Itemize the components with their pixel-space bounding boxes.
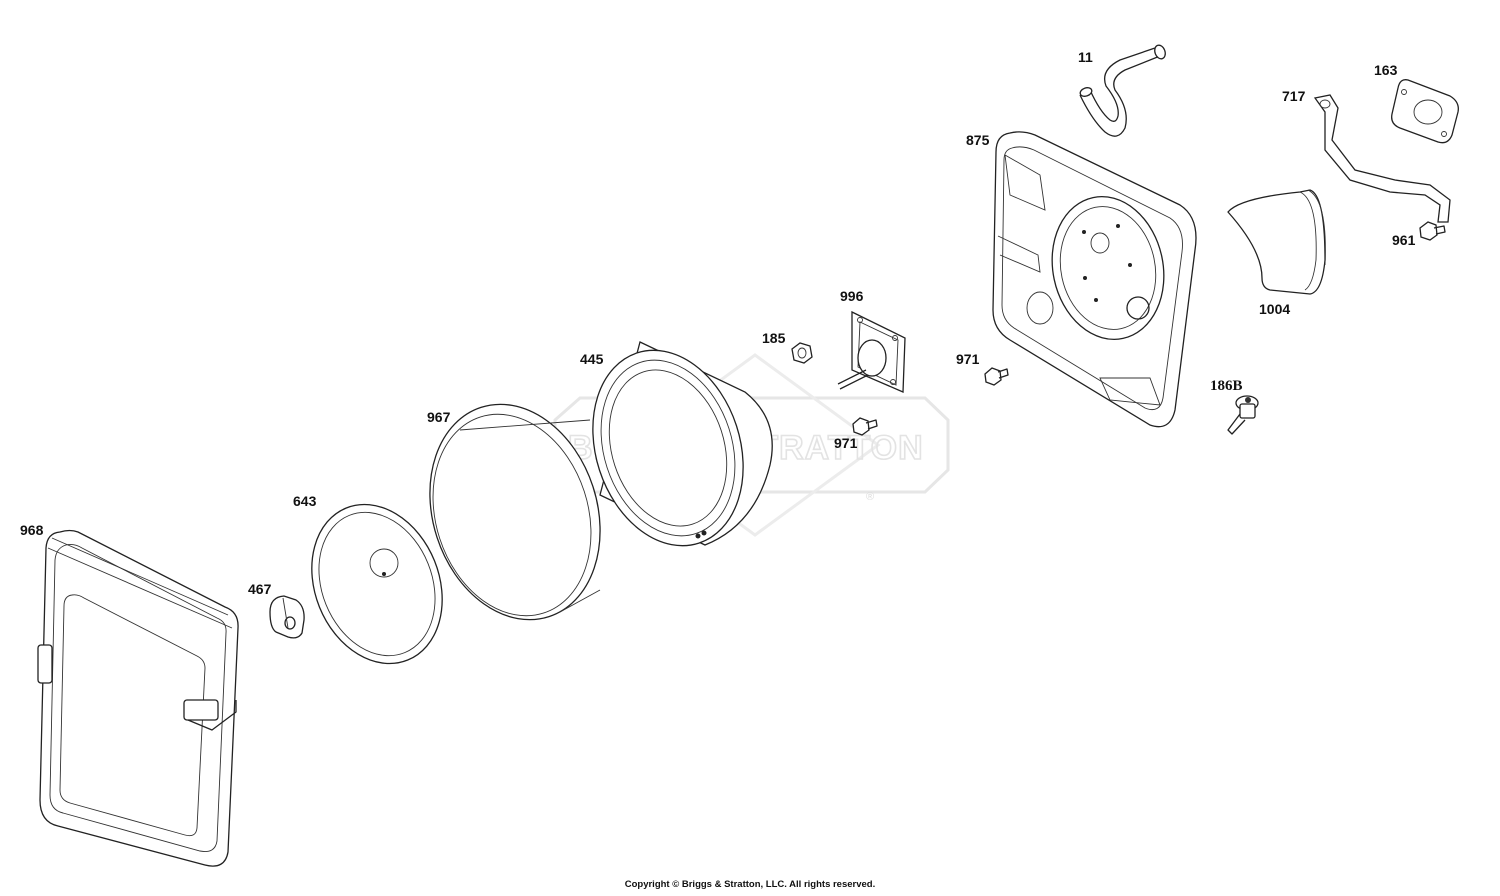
part-labels: 11 163 717 875 961 1004 996 185 971 971 … [20, 49, 1416, 597]
part-961-screw[interactable] [1419, 221, 1446, 241]
part-186b-fitting[interactable] [1227, 395, 1259, 435]
part-643-plate[interactable] [289, 485, 465, 684]
label-445[interactable]: 445 [580, 351, 604, 367]
label-186b[interactable]: 186B [1210, 378, 1243, 394]
part-445-filter[interactable] [569, 331, 773, 566]
label-717[interactable]: 717 [1282, 88, 1306, 104]
part-1004-duct[interactable] [1227, 189, 1326, 295]
label-1004[interactable]: 1004 [1259, 301, 1290, 317]
label-996[interactable]: 996 [840, 288, 864, 304]
label-185[interactable]: 185 [762, 330, 786, 346]
copyright-notice: Copyright © Briggs & Stratton, LLC. All … [624, 879, 876, 890]
label-467[interactable]: 467 [248, 581, 272, 597]
part-967-precleaner[interactable] [403, 382, 627, 642]
watermark-registered: ® [866, 491, 874, 503]
label-961[interactable]: 961 [1392, 232, 1416, 248]
label-971-lower[interactable]: 971 [834, 435, 858, 451]
part-163-gasket[interactable] [1391, 79, 1459, 144]
part-968-cover[interactable] [37, 529, 239, 867]
part-875-base[interactable] [992, 131, 1197, 428]
label-11[interactable]: 11 [1078, 49, 1093, 65]
label-968[interactable]: 968 [20, 522, 44, 538]
part-971-bolt-lower[interactable] [852, 417, 878, 436]
label-163[interactable]: 163 [1374, 62, 1398, 78]
label-971-upper[interactable]: 971 [956, 351, 980, 367]
part-971-bolt-upper[interactable] [984, 367, 1009, 386]
label-875[interactable]: 875 [966, 132, 990, 148]
part-185-nut[interactable] [791, 342, 813, 364]
part-11-hose[interactable] [1079, 44, 1167, 137]
part-467-knob[interactable] [269, 595, 305, 639]
label-643[interactable]: 643 [293, 493, 317, 509]
part-996-bracket[interactable] [837, 310, 906, 393]
part-717-strap[interactable] [1313, 94, 1451, 223]
label-967[interactable]: 967 [427, 409, 451, 425]
